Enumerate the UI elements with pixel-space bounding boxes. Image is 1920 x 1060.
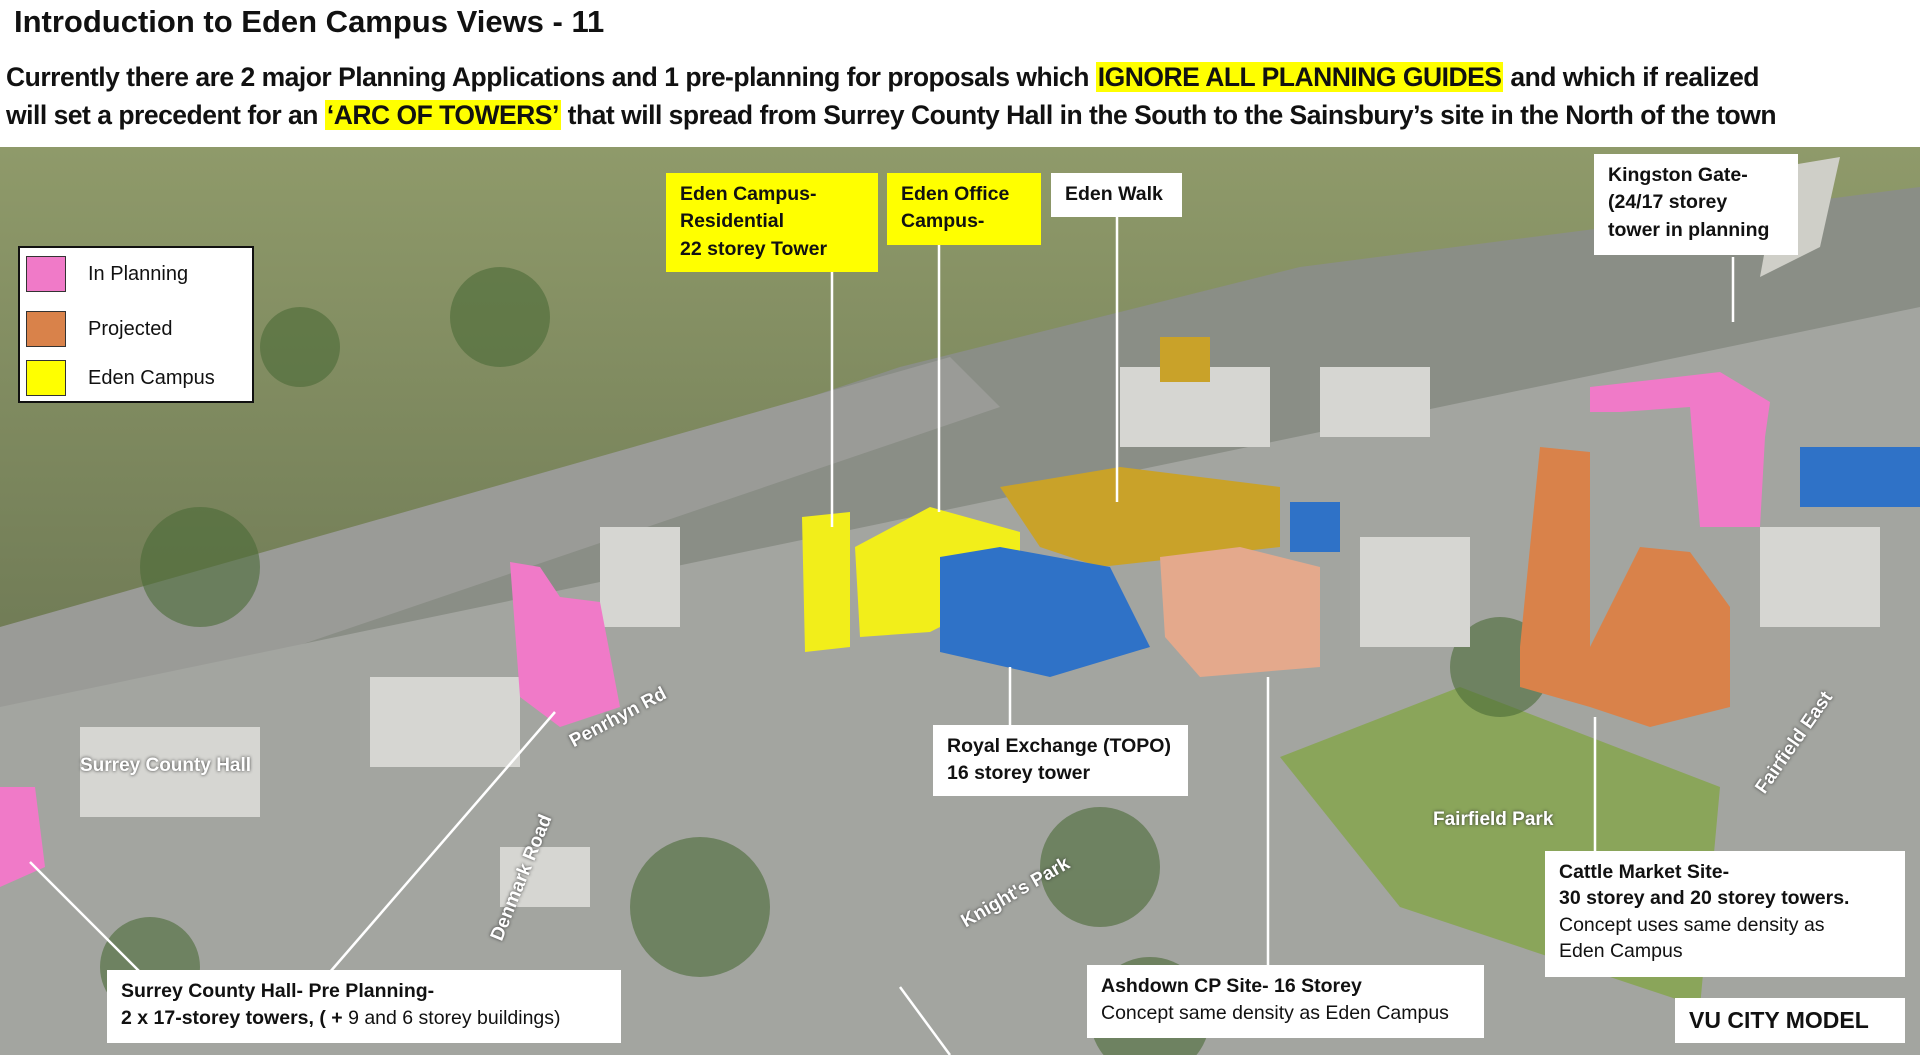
- in-planning-buildings: [0, 372, 1770, 887]
- city-model-image: In Planning Projected Eden Campus Eden C…: [0, 147, 1920, 1060]
- blue-buildings: [940, 447, 1920, 677]
- text: and which if realized: [1503, 62, 1759, 92]
- text: Currently there are 2 major Planning App…: [6, 62, 1096, 92]
- t: Kingston Gate-: [1608, 164, 1748, 186]
- legend-item-projected: Projected: [26, 311, 173, 347]
- t: Concept same density as Eden Campus: [1101, 1002, 1449, 1025]
- label-kingston-gate: Kingston Gate- (24/17 storey tower in plan…: [1594, 154, 1798, 255]
- vu-city-model-label: VU CITY MODEL: [1675, 998, 1905, 1043]
- t: Surrey County Hall- Pre Planning-: [121, 980, 435, 1002]
- highlight: IGNORE ALL PLANNING GUIDES: [1095, 62, 1504, 92]
- t: 2 x 17-storey towers, ( +: [121, 1007, 349, 1030]
- railway-land: [0, 357, 1000, 747]
- legend: In Planning Projected Eden Campus: [18, 246, 254, 403]
- legend-label: In Planning: [88, 262, 189, 285]
- swatch: [26, 360, 66, 396]
- t: Royal Exchange (TOPO): [947, 735, 1171, 757]
- legend-label: Projected: [88, 317, 173, 340]
- t: Cattle Market Site-: [1559, 861, 1730, 883]
- label-cattle-market: Cattle Market Site- 30 storey and 20 stor…: [1545, 851, 1905, 977]
- t: Concept uses same density as: [1559, 913, 1825, 936]
- eden-walk-buildings: [1000, 337, 1280, 567]
- map-label-surrey-county-hall: Surrey County Hall: [80, 755, 252, 776]
- highlight: ‘ARC OF TOWERS’: [324, 100, 561, 130]
- cattle-market-towers: [1520, 447, 1730, 727]
- city-model-render: [0, 147, 1920, 1060]
- ashdown-building: [1160, 547, 1320, 677]
- legend-item-in-planning: In Planning: [26, 256, 188, 292]
- t: 16 storey tower: [947, 762, 1091, 785]
- map-label-fairfield-park: Fairfield Park: [1433, 809, 1554, 830]
- legend-item-eden-campus: Eden Campus: [26, 360, 215, 396]
- t: Campus-: [901, 210, 985, 233]
- legend-label: Eden Campus: [88, 366, 215, 389]
- label-eden-walk: Eden Walk: [1051, 173, 1182, 217]
- t: Eden Campus: [1559, 939, 1683, 962]
- label-surrey-county-hall: Surrey County Hall- Pre Planning- 2 x 17-…: [107, 970, 621, 1043]
- t: Eden Office: [901, 183, 1010, 205]
- label-royal-exchange: Royal Exchange (TOPO) 16 storey tower: [933, 725, 1188, 796]
- subtitle-line-2: will set a precedent for an ‘ARC OF TOWE…: [6, 100, 1777, 131]
- swatch: [26, 311, 66, 347]
- t: Eden Campus-: [680, 183, 817, 205]
- t: Ashdown CP Site- 16 Storey: [1101, 975, 1362, 997]
- text: will set a precedent for an: [6, 100, 325, 130]
- t: tower in planning: [1608, 218, 1770, 241]
- label-eden-campus-residential: Eden Campus- Residential 22 storey Tower: [666, 173, 878, 272]
- t: 22 storey Tower: [680, 237, 828, 260]
- swatch: [26, 256, 66, 292]
- t: (24/17 storey: [1608, 191, 1728, 214]
- grey-buildings: [80, 367, 1880, 907]
- subtitle-line-1: Currently there are 2 major Planning App…: [6, 62, 1759, 93]
- callout-leader-lines: [29, 217, 1735, 1056]
- t: 30 storey and 20 storey towers.: [1559, 887, 1850, 910]
- t: 9 and 6 storey buildings): [348, 1007, 561, 1030]
- text: that will spread from Surrey County Hall…: [560, 100, 1777, 130]
- t: Residential: [680, 210, 785, 233]
- page-title: Introduction to Eden Campus Views - 11: [14, 4, 605, 39]
